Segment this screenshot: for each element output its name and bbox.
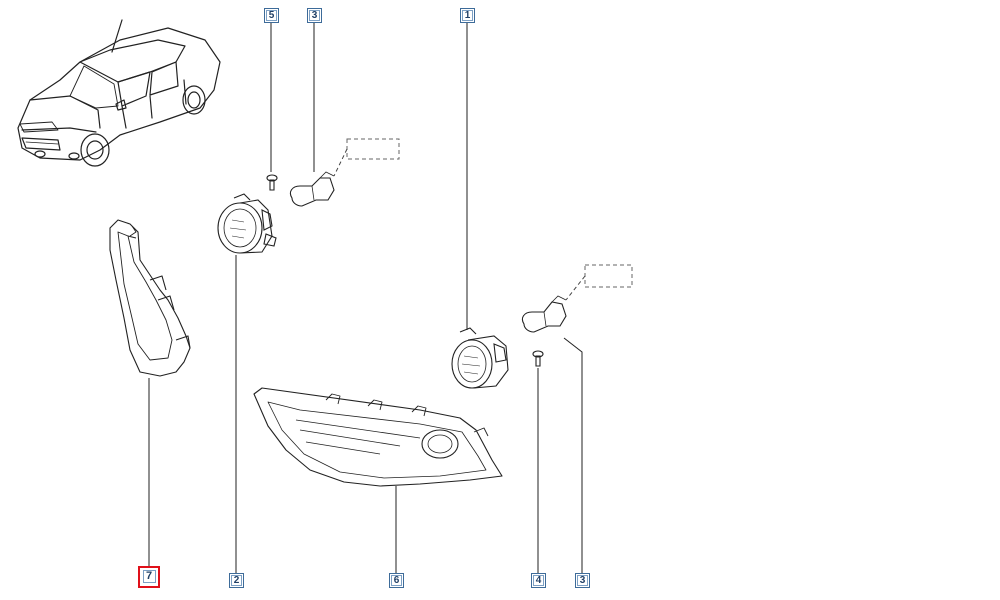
part-bracket [109, 219, 191, 377]
part-screw-4 [532, 350, 544, 367]
callout-3-right[interactable]: 3 [575, 573, 590, 588]
callout-3-right-label: 3 [577, 575, 588, 586]
callout-2-label: 2 [231, 575, 242, 586]
callout-3-top[interactable]: 3 [307, 8, 322, 23]
callout-1[interactable]: 1 [460, 8, 475, 23]
callout-6[interactable]: 6 [389, 573, 404, 588]
callout-1-label: 1 [462, 10, 473, 21]
callout-5-label: 5 [266, 10, 277, 21]
car-thumbnail [17, 19, 221, 167]
reference-box-right [565, 264, 633, 301]
part-fog-lamp-left [217, 193, 277, 254]
callout-4[interactable]: 4 [531, 573, 546, 588]
callout-3-top-label: 3 [309, 10, 320, 21]
reference-box-top [333, 138, 400, 177]
callout-5[interactable]: 5 [264, 8, 279, 23]
part-fog-lamp-right [451, 327, 509, 389]
callout-7-label: 7 [142, 570, 156, 583]
part-screw-5 [266, 174, 278, 191]
part-bulb-top [289, 171, 335, 207]
part-bumper-grille [253, 387, 503, 487]
callout-6-label: 6 [391, 575, 402, 586]
callout-4-label: 4 [533, 575, 544, 586]
part-bulb-right [521, 295, 567, 333]
leader-lines [148, 22, 583, 573]
callout-7-selected[interactable]: 7 [138, 566, 160, 588]
callout-2[interactable]: 2 [229, 573, 244, 588]
